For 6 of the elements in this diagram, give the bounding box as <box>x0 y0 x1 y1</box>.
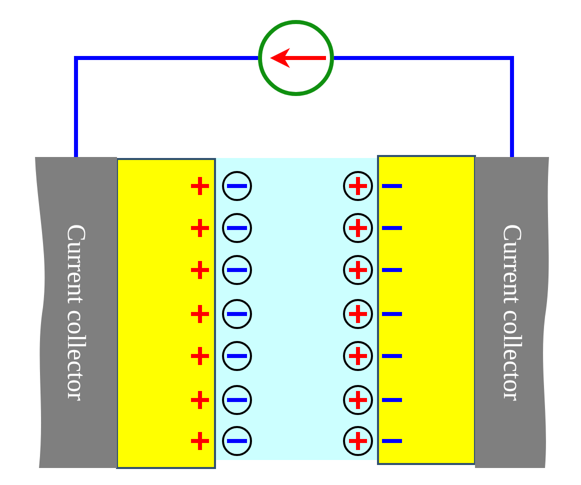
current-collector-plate <box>35 157 117 468</box>
collector-label: Current collector <box>497 224 527 401</box>
collector-label: Current collector <box>61 224 91 401</box>
wire <box>74 56 258 157</box>
wire <box>334 56 514 157</box>
current-collector-plate <box>475 157 549 468</box>
